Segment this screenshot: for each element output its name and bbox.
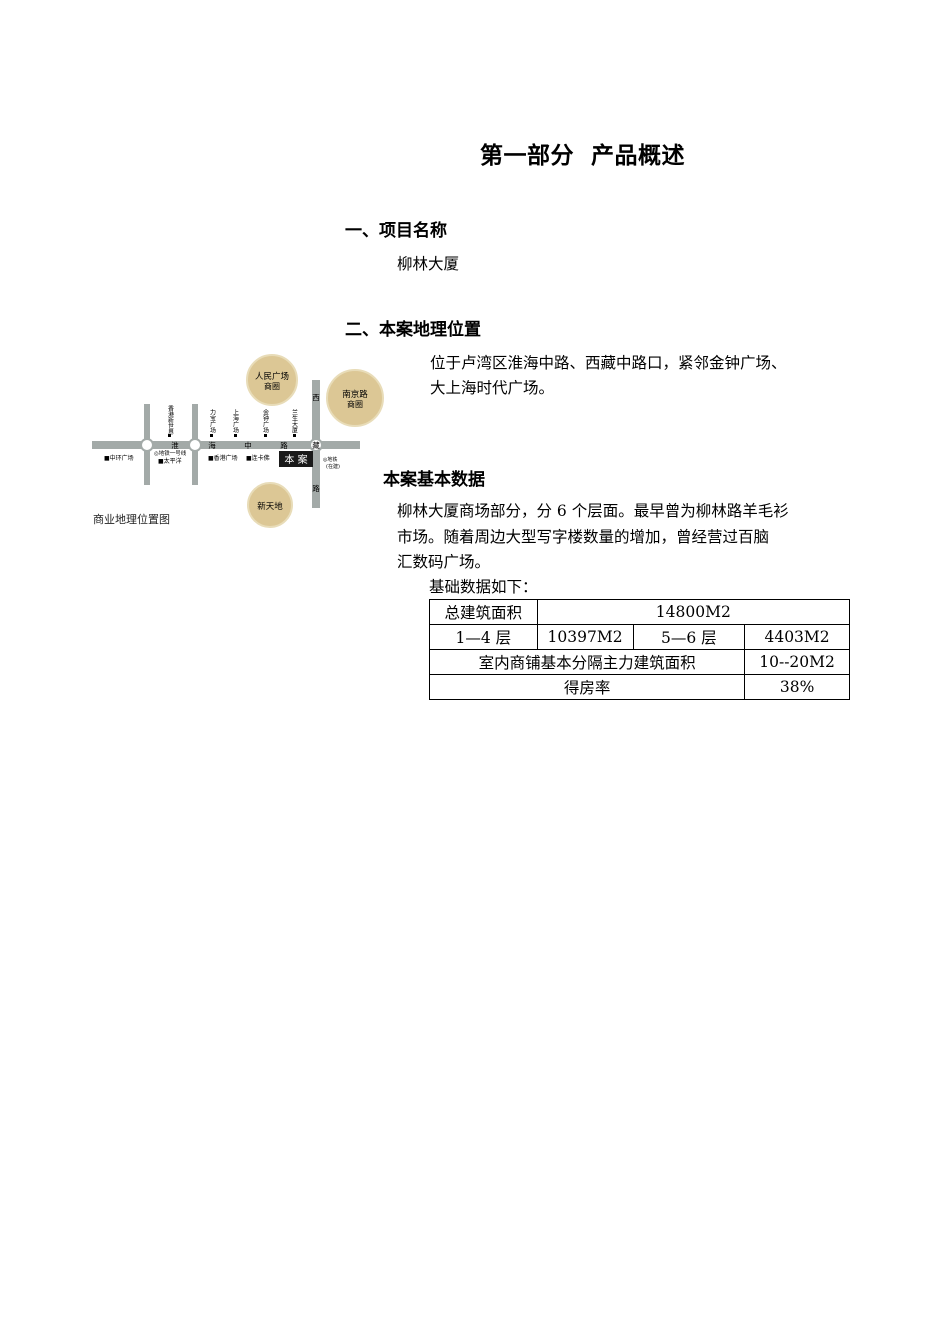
basic-data-line-1: 柳林大厦商场部分，分 6 个层面。最早曾为柳林路羊毛衫	[397, 502, 789, 520]
label-pacific: ■太平洋	[158, 457, 182, 465]
location-text-line-2: 大上海时代广场。	[430, 379, 555, 397]
huaihai-char-1: 淮	[171, 440, 179, 450]
project-marker	[279, 451, 313, 467]
table-cell: 10--20M2	[744, 649, 850, 675]
marker-sq-4	[264, 434, 267, 437]
label-metro-under-construction-2: (在建)	[326, 463, 340, 470]
people-square-label-2: 商圈	[264, 381, 280, 391]
basic-data-intro: 基础数据如下：	[429, 578, 538, 596]
huaihai-road	[92, 441, 360, 449]
huaihai-char-4: 路	[280, 440, 288, 450]
table-cell: 10397M2	[536, 624, 634, 650]
table-cell: 总建筑面积	[429, 599, 538, 625]
table-row: 得房率 38%	[428, 674, 850, 700]
building-lippo: 力宝广场	[209, 408, 216, 434]
xintiandi-circle	[247, 482, 293, 528]
marker-sq-5	[293, 434, 296, 437]
nanjing-road-label-2: 商圈	[347, 399, 363, 409]
table-row: 总建筑面积 14800M2	[429, 599, 851, 625]
label-central-plaza: ■中环广场	[104, 454, 134, 462]
map-caption: 商业地理位置图	[93, 513, 170, 526]
huaihai-char-3: 中	[244, 440, 252, 450]
table-row: 1—4 层 10397M2 5—6 层 4403M2	[429, 624, 850, 650]
xintiandi-label: 新天地	[257, 501, 283, 512]
label-metro-under-construction-1: ◎地铁	[323, 456, 337, 463]
xizang-char-1: 西	[312, 393, 320, 402]
basic-data-table: 总建筑面积 14800M2 1—4 层 10397M2 5—6 层 4403M2…	[428, 599, 851, 700]
building-shanghai-square: 上海广场	[232, 408, 239, 434]
nanjing-road-label-1: 南京路	[342, 389, 368, 400]
table-cell: 4403M2	[744, 624, 850, 650]
xizang-char-2: 藏	[312, 440, 320, 450]
building-golden-bell: 金钟广场	[262, 408, 269, 434]
intersection-2	[188, 438, 202, 452]
label-hk-plaza: ■香港广场	[208, 454, 238, 462]
section-heading-project-name: 一、项目名称	[345, 221, 447, 241]
xizang-char-3: 路	[312, 483, 320, 493]
intersection-3	[309, 438, 323, 452]
marker-sq-3	[234, 434, 237, 437]
basic-data-line-2: 市场。随着周边大型写字楼数量的增加，曾经营过百脑	[397, 528, 770, 546]
label-lane-crawford: ■连卡佛	[246, 454, 270, 462]
location-map: 人民广场 商圈 南京路 商圈 新天地 淮 海 中 路 西 藏 路 香港新世界 力…	[92, 354, 384, 528]
marker-sq-1	[168, 434, 171, 437]
people-square-label-1: 人民广场	[255, 371, 289, 382]
label-metro-line1: ◎地铁一号线	[154, 449, 187, 457]
section-heading-location: 二、本案地理位置	[345, 320, 481, 340]
section-heading-basic-data: 本案基本数据	[383, 470, 485, 490]
table-cell: 14800M2	[536, 599, 851, 625]
project-marker-label: 本 案	[284, 453, 307, 466]
table-cell: 室内商铺基本分隔主力建筑面积	[428, 649, 746, 675]
marker-sq-2	[210, 434, 213, 437]
intersection-1	[140, 438, 154, 452]
table-cell: 得房率	[428, 674, 746, 700]
nanjing-road-circle	[326, 369, 384, 427]
people-square-circle	[246, 354, 298, 406]
page-title: 第一部分 产品概述	[480, 143, 686, 169]
table-cell: 1—4 层	[429, 624, 538, 650]
table-cell: 38%	[744, 674, 850, 700]
table-cell: 5—6 层	[632, 624, 746, 650]
table-row: 室内商铺基本分隔主力建筑面积 10--20M2	[428, 649, 850, 675]
project-name-text: 柳林大厦	[397, 255, 460, 273]
basic-data-line-3: 汇数码广场。	[397, 553, 491, 571]
building-lansheng: 兰生大厦	[291, 408, 298, 433]
building-hk-new-world: 香港新世界	[167, 404, 174, 436]
location-text-line-1: 位于卢湾区淮海中路、西藏中路口，紧邻金钟广场、	[430, 354, 787, 372]
huaihai-char-2: 海	[208, 440, 216, 450]
